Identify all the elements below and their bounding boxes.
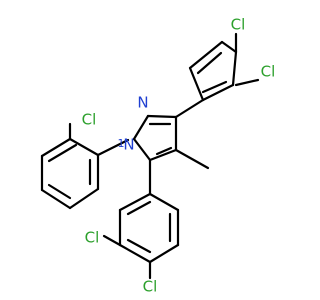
chlorine-label-top-left: Cl [82, 111, 97, 129]
chlorine-label-bottom-1: Cl [85, 229, 100, 247]
chlorine-label-top-right-2: Cl [261, 63, 276, 81]
nitrogen-label-lower: N [123, 136, 134, 154]
chlorine-label-top-right-1: Cl [231, 16, 246, 34]
molecule-canvas: Cl Cl Cl Cl Cl N N 1 [40, 15, 276, 296]
nitrogen-position-label: 1 [118, 137, 125, 150]
nitrogen-label-upper: N [137, 94, 148, 112]
structure-diagram: Cl Cl Cl Cl Cl N N 1 [40, 16, 276, 296]
chlorine-label-bottom-2: Cl [143, 278, 158, 296]
atom-labels: Cl Cl Cl Cl Cl N N 1 [82, 16, 276, 296]
bond-network [40, 32, 260, 280]
